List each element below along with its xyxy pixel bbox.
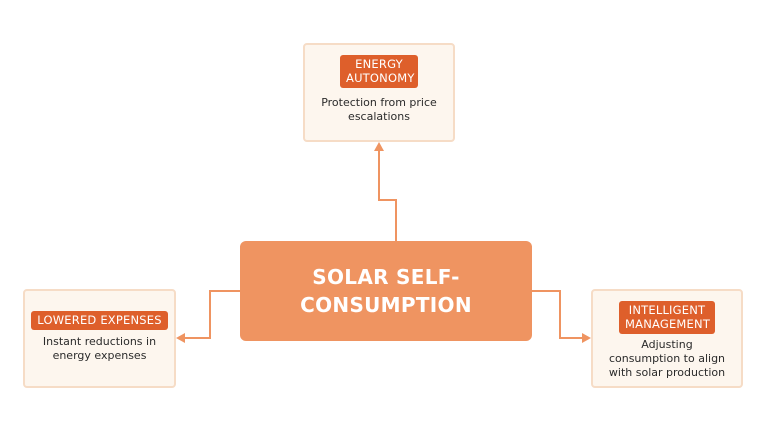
node-badge: INTELLIGENT MANAGEMENT [619,301,715,334]
center-title: SOLAR SELF-CONSUMPTION [300,265,472,317]
node-description: Adjusting consumption to align with sola… [608,338,726,379]
connector-top [378,148,397,241]
node-lowered-expenses: LOWERED EXPENSES Instant reductions in e… [23,289,176,388]
node-energy-autonomy: ENERGY AUTONOMY Protection from price es… [303,43,455,142]
node-intelligent-management: INTELLIGENT MANAGEMENT Adjusting consump… [591,289,743,388]
connector-right [532,290,585,339]
node-description: Instant reductions in energy expenses [42,335,157,362]
node-badge: LOWERED EXPENSES [31,311,168,330]
node-description: Protection from price escalations [321,96,437,123]
connector-left [182,290,240,339]
arrowhead-left [176,333,185,343]
arrowhead-right [582,333,591,343]
node-badge: ENERGY AUTONOMY [340,55,418,88]
center-node: SOLAR SELF-CONSUMPTION [240,241,532,341]
arrowhead-top [374,142,384,151]
